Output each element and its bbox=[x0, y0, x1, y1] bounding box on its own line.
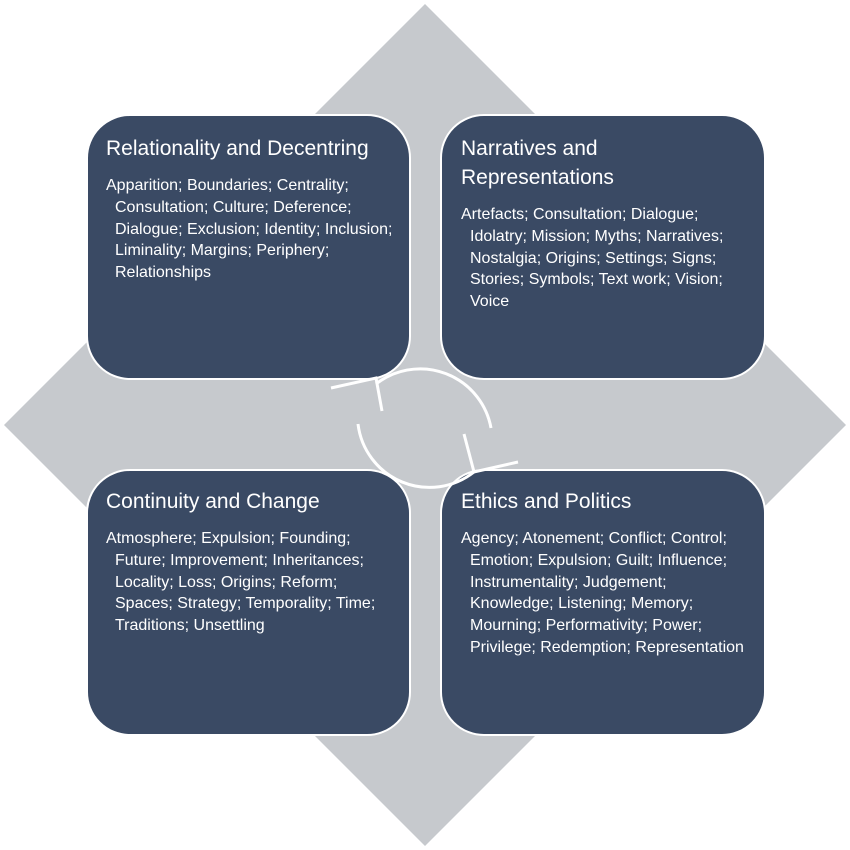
quadrant-title: Continuity and Change bbox=[106, 490, 320, 513]
quadrant-title: Ethics and Politics bbox=[461, 490, 632, 513]
quadrant-terms: Apparition; Boundaries; Centrality; Cons… bbox=[106, 177, 393, 282]
quadrant-terms: Atmosphere; Expulsion; Founding; Future;… bbox=[106, 530, 376, 635]
quadrant-narratives-representations: Narratives and Representations Artefacts… bbox=[440, 114, 766, 380]
quadrant-continuity-change: Continuity and Change Atmosphere; Expuls… bbox=[86, 469, 411, 736]
quadrant-ethics-politics: Ethics and Politics Agency; Atonement; C… bbox=[440, 469, 766, 736]
quadrant-title: Narratives and Representations bbox=[461, 137, 614, 189]
quadrant-terms: Artefacts; Consultation; Dialogue; Idola… bbox=[461, 206, 724, 311]
quadrant-terms: Agency; Atonement; Conflict; Control; Em… bbox=[461, 530, 744, 656]
quadrant-relationality-decentring: Relationality and Decentring Apparition;… bbox=[86, 114, 411, 380]
quadrant-title: Relationality and Decentring bbox=[106, 137, 369, 160]
